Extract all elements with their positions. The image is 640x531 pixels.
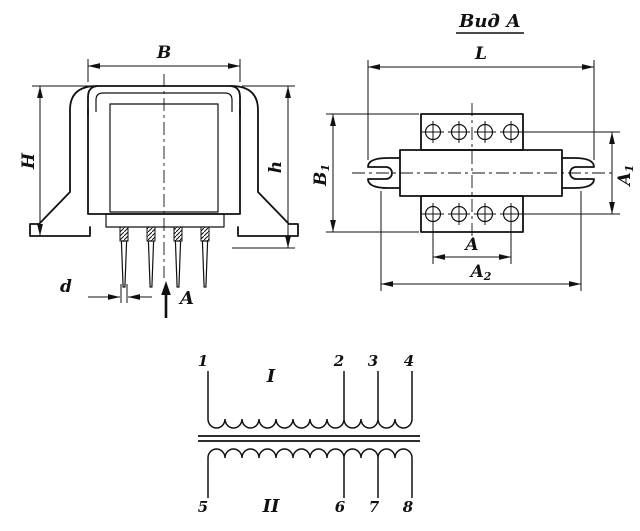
- dimension-length-L: L: [367, 44, 595, 160]
- pin-number-7: 7: [369, 498, 380, 516]
- front-view-body: [29, 85, 299, 288]
- pin-hole: [474, 203, 496, 225]
- top-pin-holes: [422, 121, 522, 143]
- dimension-A2: A2: [380, 191, 582, 291]
- pin-number-3: 3: [368, 352, 378, 370]
- secondary-winding-label: II: [262, 496, 280, 517]
- pin-3: [173, 226, 183, 288]
- front-view: B H h d A: [19, 43, 299, 318]
- dimension-A2-label: A2: [469, 262, 492, 283]
- dimension-A1-label: A1: [615, 165, 636, 188]
- dimension-height-h: h: [232, 85, 295, 249]
- pin-1: [119, 226, 129, 288]
- dimension-A1: A1: [518, 131, 636, 215]
- dimension-width-B: B: [87, 43, 241, 82]
- dimension-d-label: d: [60, 277, 72, 297]
- pin-number-2: 2: [333, 352, 344, 370]
- pin-hole: [422, 203, 444, 225]
- pin-number-4: 4: [404, 352, 414, 370]
- pin-hole: [474, 121, 496, 143]
- dimension-pin-span-A: A: [432, 223, 512, 264]
- dimension-pin-d: d: [60, 277, 152, 303]
- core-cap-inner: [95, 92, 233, 112]
- secondary-coil: [207, 448, 413, 459]
- view-direction-label: A: [178, 288, 194, 309]
- dimension-A-label: A: [463, 235, 478, 255]
- winding-schematic: 1 2 3 4 I 5 II 6 7 8: [198, 352, 420, 517]
- pin-hole: [448, 203, 470, 225]
- view-a-title-group: Вид А: [456, 11, 524, 34]
- pin-number-5: 5: [198, 498, 208, 516]
- pin-2: [146, 226, 156, 288]
- pin-hole: [422, 121, 444, 143]
- dimension-L-label: L: [474, 44, 487, 64]
- pin-number-1: 1: [198, 352, 208, 370]
- core-lines: [198, 435, 420, 442]
- primary-winding: [207, 371, 413, 429]
- secondary-winding: [207, 448, 413, 498]
- view-a: Вид А: [311, 11, 636, 291]
- primary-winding-label: I: [266, 366, 276, 387]
- core-window: [109, 103, 219, 213]
- pin-number-6: 6: [335, 498, 346, 516]
- dimension-B-label: B: [156, 43, 171, 63]
- terminal-board: [105, 213, 225, 228]
- dimension-B1: B1: [311, 113, 419, 233]
- primary-coil: [207, 418, 413, 429]
- dimension-B1-label: B1: [311, 164, 332, 187]
- right-mounting-bracket: [230, 85, 299, 237]
- pin-4: [200, 226, 210, 288]
- left-mounting-lug: [367, 157, 401, 189]
- left-mounting-bracket: [29, 85, 98, 237]
- dimension-h-label: h: [266, 161, 286, 173]
- pin-number-8: 8: [403, 498, 414, 516]
- dimension-height-H: H: [19, 85, 92, 236]
- core-cap-outer: [87, 85, 241, 115]
- pin-hole: [448, 121, 470, 143]
- dimension-H-label: H: [19, 152, 39, 170]
- view-a-title: Вид А: [458, 11, 521, 32]
- arrow-head-icon: [161, 281, 171, 295]
- right-mounting-lug: [561, 157, 595, 189]
- view-direction-arrow: A: [161, 281, 194, 318]
